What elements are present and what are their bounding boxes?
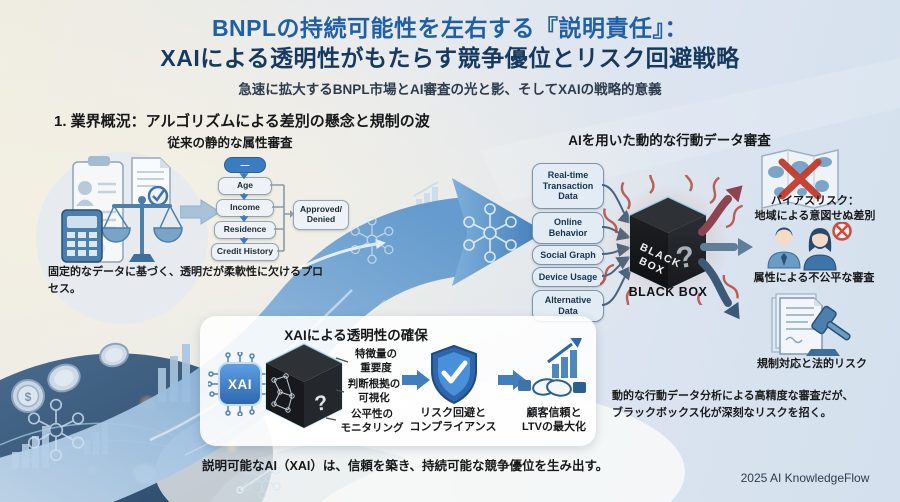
xai-chip-label: XAI [228,377,252,392]
balance-scale-icon [101,196,183,262]
ai-caption: 動的な行動データ分析による高精度な審査だが、 ブラックボックス化が深刻なリスクを… [612,390,854,419]
map-crossed-icon [761,149,839,209]
page-subtitle: 急速に拡大するBNPL市場とAI審査の光と影、そしてXAIの戦略的意義 [238,81,662,97]
data-source-device-usage: Device Usage [532,267,604,287]
legal-documents-gavel-icon [771,293,851,356]
blackbox-question-mark: ? [673,240,697,276]
woman-icon [803,228,837,271]
feature-fairness-label: 公平性の モニタリング [340,408,404,434]
data-source-alternative: Alternative Data [532,290,604,322]
growth-chart-icon [547,338,583,378]
people-rejected-icon [767,222,852,271]
risk-arrows [698,185,753,320]
xai-cube-icon: ? [265,342,343,430]
blackbox-label: BLACK BOX [628,285,708,299]
outcome-compliance-label: リスク回避と コンプライアンス [409,407,497,434]
xai-caption: 説明可能なAI（XAI）は、信頼を築き、持続可能な競争優位を生み出す。 [202,459,609,473]
flow-start-node: — [224,157,266,173]
right-arrow-icon [180,199,221,225]
svg-text:$: $ [25,390,32,404]
data-source-social-graph: Social Graph [532,245,604,265]
feature-importance-label: 特徴量の 重要度 [355,348,397,374]
shield-check-icon [431,345,477,404]
handshake-growth-icon [518,338,586,397]
feature-visualization-label: 判断根拠の 可視化 [347,378,401,404]
credit-text: 2025 AI KnowledgeFlow [740,471,870,485]
decision-tree-icon [271,373,295,413]
legacy-caption: 固定的なデータに基づく、透明だが柔軟性に欠けるプロセス。 [48,266,323,295]
checked-document-icon [131,157,171,207]
section-heading: 1. 業界概況：アルゴリズムによる差別の懸念と規制の波 [54,113,430,130]
risk-unfair-label: 属性による不公平な審査 [753,272,875,284]
man-icon [767,227,801,269]
legacy-documents-icon [61,156,183,263]
coin-icon [99,342,129,368]
coin-icon [47,363,81,393]
page-title-line1: BNPLの持続可能性を左右する『説明責任』： [211,15,689,41]
handshake-icon [518,378,586,397]
bar-chart-deco-4 [413,181,439,208]
calculator-icon [61,209,103,263]
bar-chart-deco-3 [158,344,190,402]
outcome-trust-ltv-label: 顧客信頼と LTVの最大化 [522,407,586,434]
coin-dollar-icon: $ [11,379,45,413]
risk-bias-label: バイアスリスク： 地域による意図せぬ差別 [754,195,876,223]
flow-step-credit-history: Credit History [211,243,279,261]
xai-heading: XAIによる透明性の確保 [284,328,428,343]
black-box-icon: BLACK BOX ? [600,175,746,305]
data-source-realtime: Real-time Transaction Data [532,163,604,209]
flowchart-connectors [239,171,294,252]
risk-legal-label: 規制対応と法的リスク [757,358,867,370]
ai-heading: AIを用いた動的な行動データ審査 [568,133,771,148]
data-source-online-behavior: Online Behavior [532,212,604,244]
gavel-icon [806,305,851,356]
title-block: BNPLの持続可能性を左右する『説明責任』： XAIによる透明性がもたらす競争優… [0,14,900,98]
flow-start-label: — [240,160,250,170]
arrow-right-icon [402,370,430,390]
flow-result-box: Approved/ Denied [293,200,349,230]
xai-cube-question-mark: ? [313,391,329,416]
feature-connector-lines [325,357,349,421]
page-title-line2: XAIによる透明性がもたらす競争優位とリスク回避戦略 [160,44,740,71]
legacy-heading: 従来の静的な属性審査 [167,136,293,150]
